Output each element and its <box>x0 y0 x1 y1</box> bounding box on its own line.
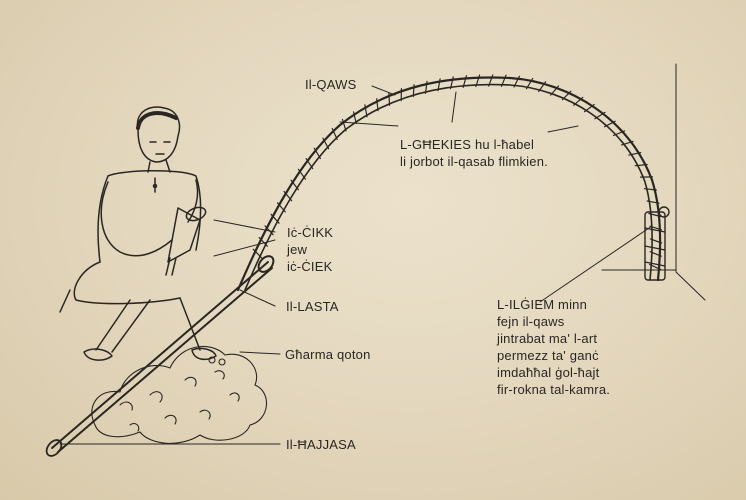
rope-wrap <box>352 111 357 125</box>
rope-wrap <box>628 152 642 156</box>
label-anchor: L-ILĠIEM minn fejn il-qaws jintrabat ma'… <box>497 296 610 398</box>
rope-wrap <box>412 84 415 98</box>
rope-wrap <box>258 236 268 247</box>
rope-wrap <box>388 92 391 106</box>
rope-wrap <box>264 225 274 236</box>
rope-wrap <box>437 78 441 92</box>
label-wrapping-line: li jorbot il-qasab flimkien. <box>400 154 548 169</box>
label-handle-line: Iċ-ĊIKK <box>287 225 334 240</box>
rope-wrap <box>634 163 648 167</box>
label-anchor-line: permezz ta' ganċ <box>497 348 599 363</box>
mallet <box>45 439 63 457</box>
bow-wrapping <box>252 74 663 270</box>
rope-wrap <box>322 137 330 150</box>
label-anchor-line: fejn il-qaws <box>497 314 565 329</box>
seated-man <box>59 106 217 361</box>
label-rod: Il-LASTA <box>286 299 339 314</box>
rope-wrap <box>583 103 595 113</box>
rope-wrap <box>276 202 286 213</box>
rope-wrap <box>649 225 663 231</box>
rope-wrap <box>620 140 634 146</box>
rope-wrap <box>297 168 306 180</box>
rope-wrap <box>646 200 660 204</box>
label-anchor-line: L-ILĠIEM minn <box>497 297 588 312</box>
rope-wrap <box>538 81 547 93</box>
rope-wrap <box>270 213 280 224</box>
label-cotton: Għarma qoton <box>285 347 371 362</box>
rope-wrap <box>550 85 560 96</box>
label-wrapping-line: L-GĦEKIES hu l-ħabel <box>400 137 535 152</box>
label-handle-line: iċ-ĊIEK <box>287 259 333 274</box>
rope-wrap <box>525 77 534 90</box>
label-handle: Iċ-ĊIKK jew iċ-ĊIEK <box>287 224 333 275</box>
rope-wrap <box>649 238 663 244</box>
rope-wrap <box>449 76 454 90</box>
rope-wrap <box>612 130 626 137</box>
rope-wrap <box>376 98 379 112</box>
rope-wrap <box>561 90 572 101</box>
rope-wrap <box>331 127 338 140</box>
label-wrapping: L-GĦEKIES hu l-ħabel li jorbot il-qasab … <box>400 136 548 170</box>
label-anchor-line: fir-rokna tal-kamra. <box>497 382 611 397</box>
leader-lines <box>59 85 653 445</box>
cotton-heap <box>91 346 268 444</box>
rope-wrap <box>500 74 507 87</box>
rope-wrap <box>252 248 263 259</box>
rope-wrap <box>488 74 494 87</box>
label-handle-line: jew <box>287 242 308 257</box>
rope-wrap <box>594 111 606 120</box>
rope-wrap <box>424 80 428 94</box>
label-anchor-line: jintrabat ma' l-art <box>497 331 598 346</box>
rope-wrap <box>603 120 616 128</box>
rope-wrap <box>290 179 299 191</box>
rope-wrap <box>341 118 347 132</box>
rope-wrap <box>643 188 658 191</box>
rope-wrap <box>364 104 368 118</box>
rope-wrap <box>313 147 321 160</box>
rope-wrap <box>462 75 467 88</box>
rope-wrap <box>283 190 293 202</box>
rope-wrap <box>475 74 481 88</box>
rope-wrap <box>648 263 662 270</box>
rope-wrap <box>648 212 662 218</box>
room-corner-lines <box>601 63 706 301</box>
label-bow: Il-QAWS <box>305 77 357 92</box>
label-anchor-line: imdaħħal ġol-ħajt <box>497 365 600 380</box>
rope-wrap <box>305 158 314 170</box>
rope-wrap <box>649 251 662 257</box>
bow-anchor <box>644 206 670 281</box>
label-mallet: Il-ĦAJJASA <box>286 437 356 452</box>
rope-wrap <box>573 96 584 106</box>
rope-wrap <box>513 75 521 88</box>
